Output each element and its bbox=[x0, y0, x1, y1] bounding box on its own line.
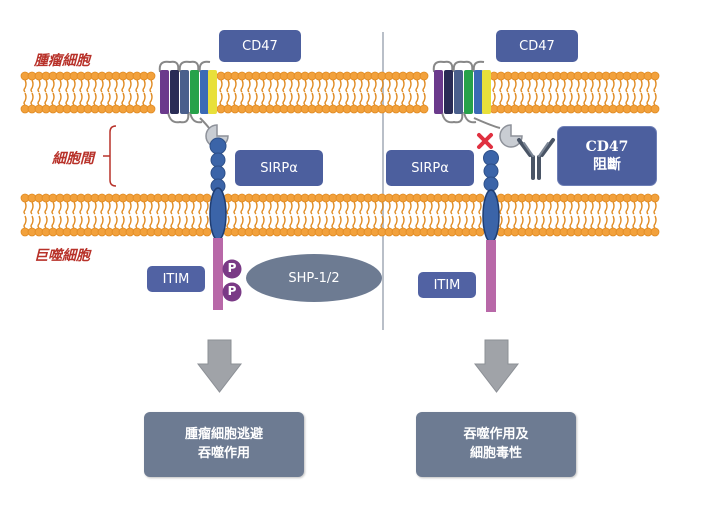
left-cd47-box: CD47 bbox=[219, 30, 301, 62]
right-cd47-box: CD47 bbox=[496, 30, 578, 62]
left-p-circle-2 bbox=[222, 282, 242, 302]
left-outcome-line-1: 腫瘤細胞逃避 bbox=[184, 426, 263, 442]
tumor-cell-membrane bbox=[20, 71, 660, 114]
left-down-arrow-icon bbox=[196, 339, 243, 393]
left-sirpa-receptor bbox=[209, 137, 227, 310]
cd47-blockade-box: CD47 阻斷 bbox=[557, 126, 657, 186]
left-sirpa-box: SIRPα bbox=[235, 150, 323, 186]
right-sirpa-receptor bbox=[482, 150, 500, 312]
left-p-circle-1 bbox=[222, 259, 242, 279]
left-itim-box: ITIM bbox=[147, 266, 205, 292]
right-outcome-line-2: 細胞毒性 bbox=[469, 445, 522, 461]
right-sirpa-box: SIRPα bbox=[386, 150, 474, 186]
macrophage-membrane bbox=[20, 193, 660, 237]
right-cd47-ligand bbox=[499, 124, 523, 148]
label-tumor-cell: 腫瘤細胞 bbox=[34, 53, 90, 69]
left-p-label-2: P bbox=[227, 284, 237, 298]
right-outcome-box: 吞噬作用及 細胞毒性 bbox=[416, 412, 576, 477]
blockade-line-2: 阻斷 bbox=[593, 157, 621, 173]
right-cd47-receptor bbox=[432, 60, 501, 129]
right-itim-box: ITIM bbox=[418, 272, 476, 298]
x-mark-icon bbox=[477, 133, 493, 149]
left-outcome-line-2: 吞噬作用 bbox=[197, 445, 250, 461]
left-outcome-box: 腫瘤細胞逃避 吞噬作用 bbox=[144, 412, 304, 477]
left-p-label-1: P bbox=[227, 261, 237, 275]
label-intercellular: 細胞間 bbox=[52, 151, 94, 167]
blockade-line-1: CD47 bbox=[585, 138, 629, 155]
right-outcome-line-1: 吞噬作用及 bbox=[463, 426, 529, 442]
left-cd47-receptor bbox=[158, 60, 217, 135]
right-down-arrow-icon bbox=[473, 339, 520, 393]
left-shp-ellipse bbox=[246, 254, 382, 302]
label-macrophage: 巨噬細胞 bbox=[34, 248, 90, 264]
left-shp-label: SHP-1/2 bbox=[288, 270, 340, 286]
antibody-y-icon bbox=[517, 138, 555, 180]
intercellular-bracket bbox=[109, 125, 117, 187]
